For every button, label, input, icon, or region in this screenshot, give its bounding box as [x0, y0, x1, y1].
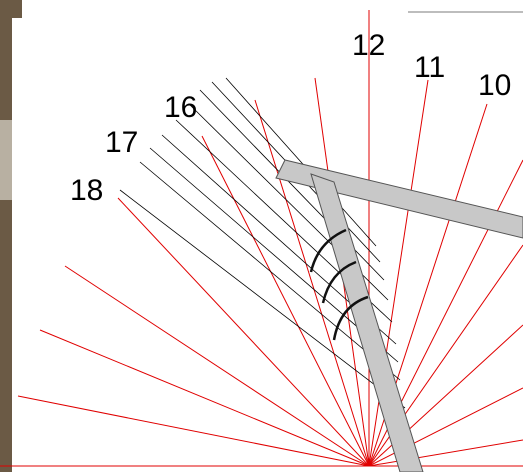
hour-line-3: [64, 265, 370, 467]
hour-line-1: [17, 395, 370, 467]
hour-label-16: 16: [164, 91, 198, 124]
hour-label-18: 18: [70, 174, 104, 207]
angle-arc-1: [309, 228, 347, 273]
gnomon-arm-horizontal: [275, 159, 523, 239]
shadow-lines: [119, 77, 406, 409]
hour-line-4: [117, 197, 370, 467]
hour-lines: [17, 10, 523, 467]
angle-arc-2: [321, 260, 357, 304]
hour-label-12: 12: [352, 29, 386, 62]
hour-label-10: 10: [478, 69, 512, 102]
angle-arc-3: [332, 295, 369, 341]
hour-line-2: [39, 329, 370, 467]
hour-line-6: [254, 99, 370, 467]
photo-edge-strip: [0, 0, 22, 472]
hour-line-15: [368, 439, 523, 467]
hour-label-17: 17: [105, 126, 139, 159]
hour-label-11: 11: [414, 51, 446, 84]
shadow-line-1: [119, 189, 406, 409]
photo-edge-light: [0, 120, 12, 200]
photo-edge-corner: [12, 0, 22, 18]
gnomon-arm-slanted: [310, 173, 424, 472]
shadow-line-9: [225, 77, 377, 247]
photo-edge-dark: [0, 0, 12, 472]
shadow-line-2: [139, 161, 401, 381]
hour-line-5: [201, 135, 370, 467]
